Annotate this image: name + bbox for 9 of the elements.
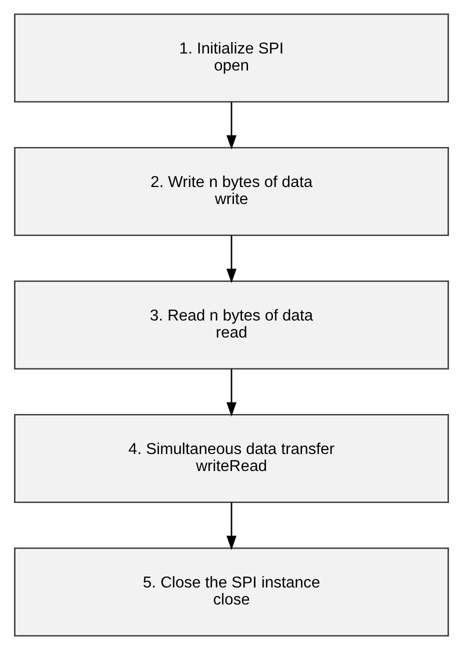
arrow	[226, 368, 236, 417]
node-box: 1. Initialize SPI open	[14, 14, 448, 102]
arrow	[226, 235, 236, 284]
node-box: 4. Simultaneous data transfer writeRead	[14, 414, 448, 503]
node-box: 2. Write n bytes of data write	[14, 147, 448, 236]
arrow	[226, 102, 236, 150]
node-box: 3. Read n bytes of data read	[14, 280, 448, 370]
node-box: 5. Close the SPI instance close	[14, 548, 448, 636]
arrow	[226, 502, 236, 550]
